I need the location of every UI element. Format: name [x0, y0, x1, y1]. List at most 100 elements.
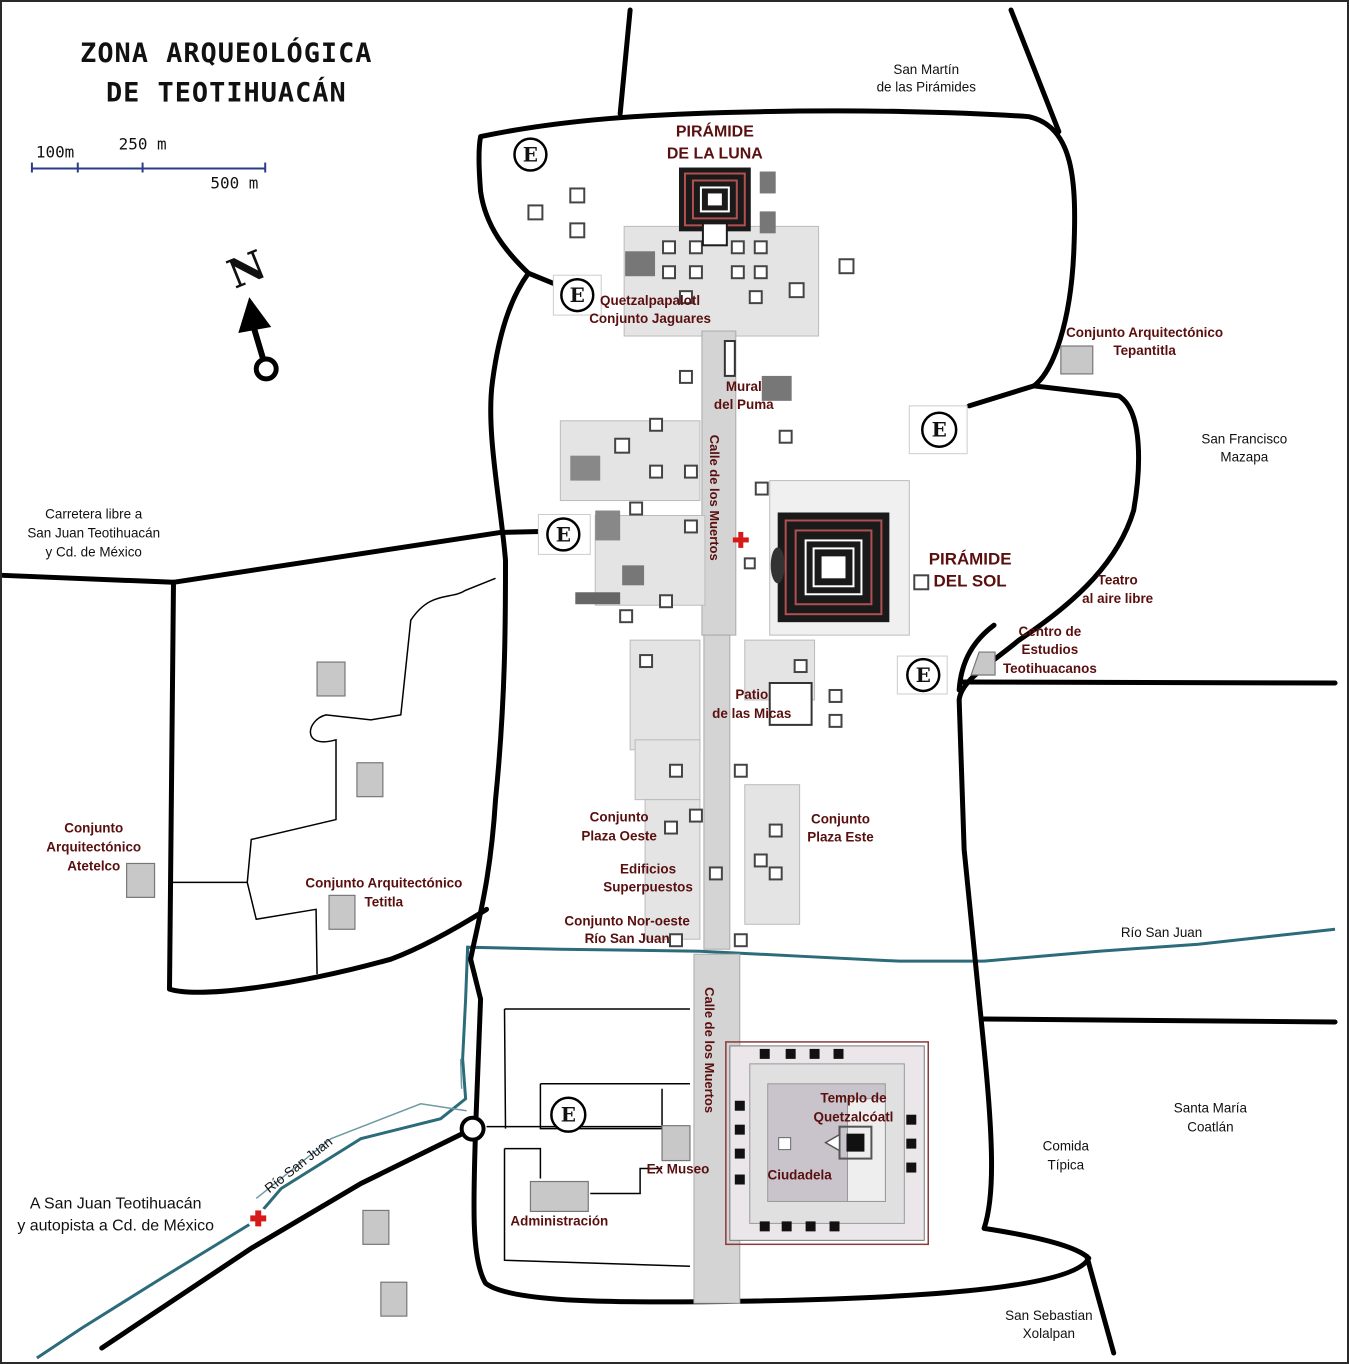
scale-label-100m: 100m — [36, 143, 74, 162]
label-carretera: Carretera libre a San Juan Teotihuacán y… — [27, 506, 160, 559]
tepantitla-block — [1060, 345, 1094, 375]
label-plaza-oeste: Conjunto Plaza Oeste — [581, 810, 657, 844]
label-centro-estudios: Centro de Estudios Teotihuacanos — [1003, 624, 1097, 676]
label-teatro: Teatro al aire libre — [1082, 572, 1153, 606]
piramide-de-la-luna-icon — [678, 167, 751, 247]
svg-text:Mural: Mural — [726, 379, 762, 394]
label-san-sebastian: San Sebastian Xolalpan — [1005, 1308, 1092, 1341]
entrance-icon-east[interactable]: E — [908, 405, 968, 455]
svg-text:Conjunto: Conjunto — [811, 812, 870, 827]
svg-text:Atetelco: Atetelco — [67, 858, 120, 873]
ciudadela-complex — [725, 1041, 929, 1246]
first-aid-icon-southwest — [247, 1207, 270, 1230]
entrance-icon-west[interactable]: E — [537, 513, 591, 555]
svg-text:Edificios: Edificios — [620, 861, 676, 876]
svg-text:Conjunto: Conjunto — [64, 821, 123, 836]
svg-text:Quetzalcóatl: Quetzalcóatl — [814, 1110, 894, 1125]
roundabout-icon — [459, 1115, 486, 1142]
centro-estudios-block — [970, 651, 996, 676]
administracion-block — [529, 1180, 589, 1213]
label-piramide-sol: PIRÁMIDE DEL SOL — [929, 549, 1012, 590]
road-east-2 — [981, 1016, 1338, 1025]
svg-text:Templo de: Templo de — [820, 1091, 887, 1106]
label-calle-muertos-south: Calle de los Muertos — [702, 987, 717, 1113]
label-nor-oeste: Conjunto Nor-oeste Río San Juan — [564, 913, 690, 946]
svg-text:Centro de: Centro de — [1019, 624, 1082, 639]
svg-text:Xolalpan: Xolalpan — [1023, 1326, 1075, 1341]
svg-text:Tepantitla: Tepantitla — [1113, 343, 1176, 358]
svg-text:PIRÁMIDE: PIRÁMIDE — [676, 122, 754, 141]
road-southwest — [99, 1126, 476, 1351]
first-aid-icon — [732, 531, 749, 548]
road-west-loop — [167, 579, 490, 995]
svg-text:E: E — [556, 522, 571, 546]
svg-text:Carretera libre a: Carretera libre a — [45, 506, 143, 521]
svg-text:Arquitectónico: Arquitectónico — [46, 839, 141, 854]
svg-text:de las Micas: de las Micas — [712, 706, 791, 721]
scale-label-500m: 500 m — [210, 173, 258, 192]
svg-text:Estudios: Estudios — [1022, 642, 1079, 657]
svg-text:San Juan Teotihuacán: San Juan Teotihuacán — [27, 525, 160, 540]
road-east-1 — [958, 679, 1338, 686]
label-a-san-juan: A San Juan Teotihuacán y autopista a Cd.… — [17, 1195, 214, 1234]
road-northeast — [1008, 7, 1062, 135]
calle-de-los-muertos-north — [701, 330, 737, 636]
entrance-icon-sol[interactable]: E — [896, 655, 948, 695]
river-san-juan-east — [466, 927, 1336, 963]
entrance-icon-luna[interactable]: E — [552, 274, 602, 316]
svg-text:Tetitla: Tetitla — [365, 894, 404, 909]
ex-museo-block — [661, 1125, 691, 1162]
svg-text:Conjunto Jaguares: Conjunto Jaguares — [589, 311, 711, 326]
svg-text:E: E — [570, 283, 585, 307]
svg-text:Conjunto Nor-oeste: Conjunto Nor-oeste — [564, 913, 690, 928]
svg-text:San Francisco: San Francisco — [1201, 432, 1287, 447]
svg-text:de las Pirámides: de las Pirámides — [877, 80, 977, 95]
svg-text:Superpuestos: Superpuestos — [603, 879, 693, 894]
svg-text:Comida: Comida — [1043, 1139, 1090, 1154]
svg-text:y Cd. de México: y Cd. de México — [46, 544, 142, 559]
label-ciudadela: Ciudadela — [768, 1168, 833, 1183]
label-tepantitla: Conjunto Arquitectónico Tepantitla — [1066, 325, 1223, 358]
piramide-del-sol-icon — [769, 480, 910, 636]
svg-text:Santa María: Santa María — [1174, 1101, 1248, 1116]
label-rio-san-juan-west: Río San Juan — [262, 1134, 335, 1196]
complex-block-2 — [356, 762, 384, 798]
svg-text:A San Juan Teotihuacán: A San Juan Teotihuacán — [30, 1195, 202, 1212]
label-comida: Comida Típica — [1043, 1139, 1090, 1173]
road-thin-west — [169, 577, 496, 884]
label-santa-maria: Santa María Coatlán — [1174, 1101, 1248, 1135]
entrance-icon-south[interactable]: E — [550, 1096, 587, 1133]
atetelco-block — [126, 862, 156, 898]
road-carretera-west — [2, 528, 543, 585]
label-quetzalpapalotl: Quetzalpapalotl Conjunto Jaguares — [589, 293, 711, 326]
label-templo-quetzalcoatl: Templo de Quetzalcóatl — [814, 1091, 894, 1125]
complex-block-3 — [362, 1209, 390, 1245]
svg-text:Conjunto Arquitectónico: Conjunto Arquitectónico — [1066, 325, 1223, 340]
label-patio-micas: Patio de las Micas — [712, 687, 791, 721]
svg-text:PIRÁMIDE: PIRÁMIDE — [929, 549, 1012, 568]
tetitla-block — [328, 894, 356, 930]
entrance-icon-northwest[interactable]: E — [513, 137, 548, 172]
river-san-juan-west — [36, 947, 470, 1360]
svg-text:E: E — [561, 1103, 576, 1127]
road-entrance-east — [966, 383, 1037, 409]
map-title-line2: DE TEOTIHUACÁN — [106, 77, 347, 109]
svg-text:Teotihuacanos: Teotihuacanos — [1003, 661, 1097, 676]
svg-text:DE LA LUNA: DE LA LUNA — [667, 146, 763, 163]
svg-text:Río San Juan: Río San Juan — [585, 931, 670, 946]
svg-text:Conjunto: Conjunto — [590, 810, 649, 825]
road-north — [617, 7, 633, 117]
road-entrance-luna — [525, 270, 558, 287]
svg-text:Mazapa: Mazapa — [1220, 450, 1268, 465]
svg-text:y autopista a Cd. de México: y autopista a Cd. de México — [17, 1217, 214, 1234]
svg-text:Coatlán: Coatlán — [1187, 1120, 1233, 1135]
label-mural-puma: Mural del Puma — [714, 379, 774, 412]
scale-bar: 100m 250 m 500 m — [30, 135, 267, 192]
svg-text:DEL SOL: DEL SOL — [934, 571, 1007, 590]
scale-label-250m: 250 m — [119, 135, 167, 154]
map-title-line1: ZONA ARQUEOLÓGICA — [80, 37, 372, 69]
svg-text:E: E — [523, 143, 538, 167]
svg-text:Quetzalpapalotl: Quetzalpapalotl — [600, 293, 700, 308]
svg-text:Teatro: Teatro — [1098, 572, 1138, 587]
